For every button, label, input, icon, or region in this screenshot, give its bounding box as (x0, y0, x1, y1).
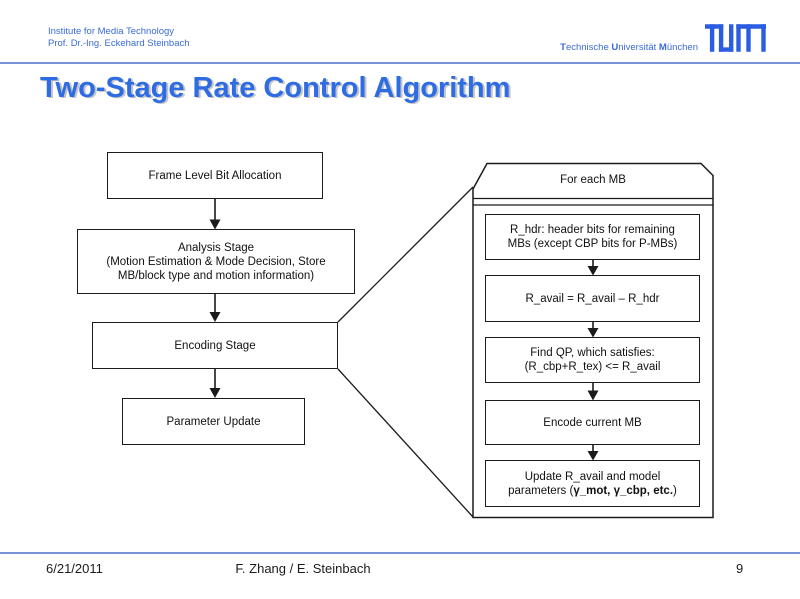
box-label: Encoding Stage (174, 339, 256, 352)
callout-lines (337, 186, 474, 518)
panel-title-label: For each MB (560, 174, 626, 186)
box-label: Update R_avail and model (524, 470, 661, 483)
box-label: MBs (except CBP bits for P-MBs) (507, 238, 678, 250)
mb-panel-title: For each MB (473, 164, 713, 196)
box-label-gamma-params: γ_mot, γ_cbp, etc. (573, 484, 674, 497)
mb-panel-header-separator (473, 197, 713, 206)
university-text: niversität (618, 42, 659, 53)
box-analysis-stage: Analysis Stage (Motion Estimation & Mode… (77, 229, 355, 294)
box-find-qp: Find QP, which satisfies: (R_cbp+R_tex) … (485, 337, 700, 383)
box-label: Frame Level Bit Allocation (148, 169, 282, 182)
tum-logo-icon (705, 24, 766, 52)
footer-authors: F. Zhang / E. Steinbach (235, 561, 371, 576)
box-label: Analysis Stage (177, 241, 255, 254)
footer-page-number: 9 (736, 561, 744, 576)
box-label: Encode current MB (543, 416, 642, 429)
box-update-model-parameters: Update R_avail and model parameters (γ_m… (485, 460, 700, 507)
university-text: ünchen (666, 42, 698, 53)
box-label: R_avail = R_avail – R_hdr (525, 292, 660, 305)
mb-panel-arrows (587, 260, 599, 461)
box-label: Parameter Update (166, 415, 261, 428)
box-label: R_hdr: header bits for remaining (510, 224, 675, 236)
box-label: parameters (γ_mot, γ_cbp, etc.) (508, 484, 677, 498)
box-encoding-stage: Encoding Stage (92, 322, 338, 369)
box-label-part: ) (673, 484, 677, 497)
professor-name: Prof. Dr.-Ing. Eckehard Steinbach (48, 38, 190, 49)
university-initial-t: T (560, 42, 566, 53)
university-name: Technische Universität München (560, 42, 698, 54)
box-r-avail-update: R_avail = R_avail – R_hdr (485, 275, 700, 322)
box-label-part: parameters ( (508, 484, 574, 497)
box-label: (Motion Estimation & Mode Decision, Stor… (106, 255, 326, 268)
box-label: Find QP, which satisfies: (530, 347, 655, 359)
box-r-hdr: R_hdr: header bits for remaining MBs (ex… (485, 214, 700, 260)
slide-title: Two-Stage Rate Control Algorithm (40, 72, 511, 104)
left-flow-arrows (209, 199, 221, 398)
footer-date: 6/21/2011 (46, 561, 103, 576)
box-encode-current-mb: Encode current MB (485, 400, 700, 445)
university-text: echnische (565, 42, 612, 53)
university-initial-m: M (658, 42, 667, 53)
box-frame-level-bit-allocation: Frame Level Bit Allocation (107, 152, 323, 199)
box-parameter-update: Parameter Update (122, 398, 305, 445)
institute-header: Institute for Media Technology Prof. Dr.… (48, 26, 190, 50)
box-label: MB/block type and motion information) (117, 269, 315, 282)
institute-name: Institute for Media Technology (48, 26, 175, 37)
university-initial-u: U (611, 42, 619, 53)
box-label: (R_cbp+R_tex) <= R_avail (524, 361, 661, 373)
